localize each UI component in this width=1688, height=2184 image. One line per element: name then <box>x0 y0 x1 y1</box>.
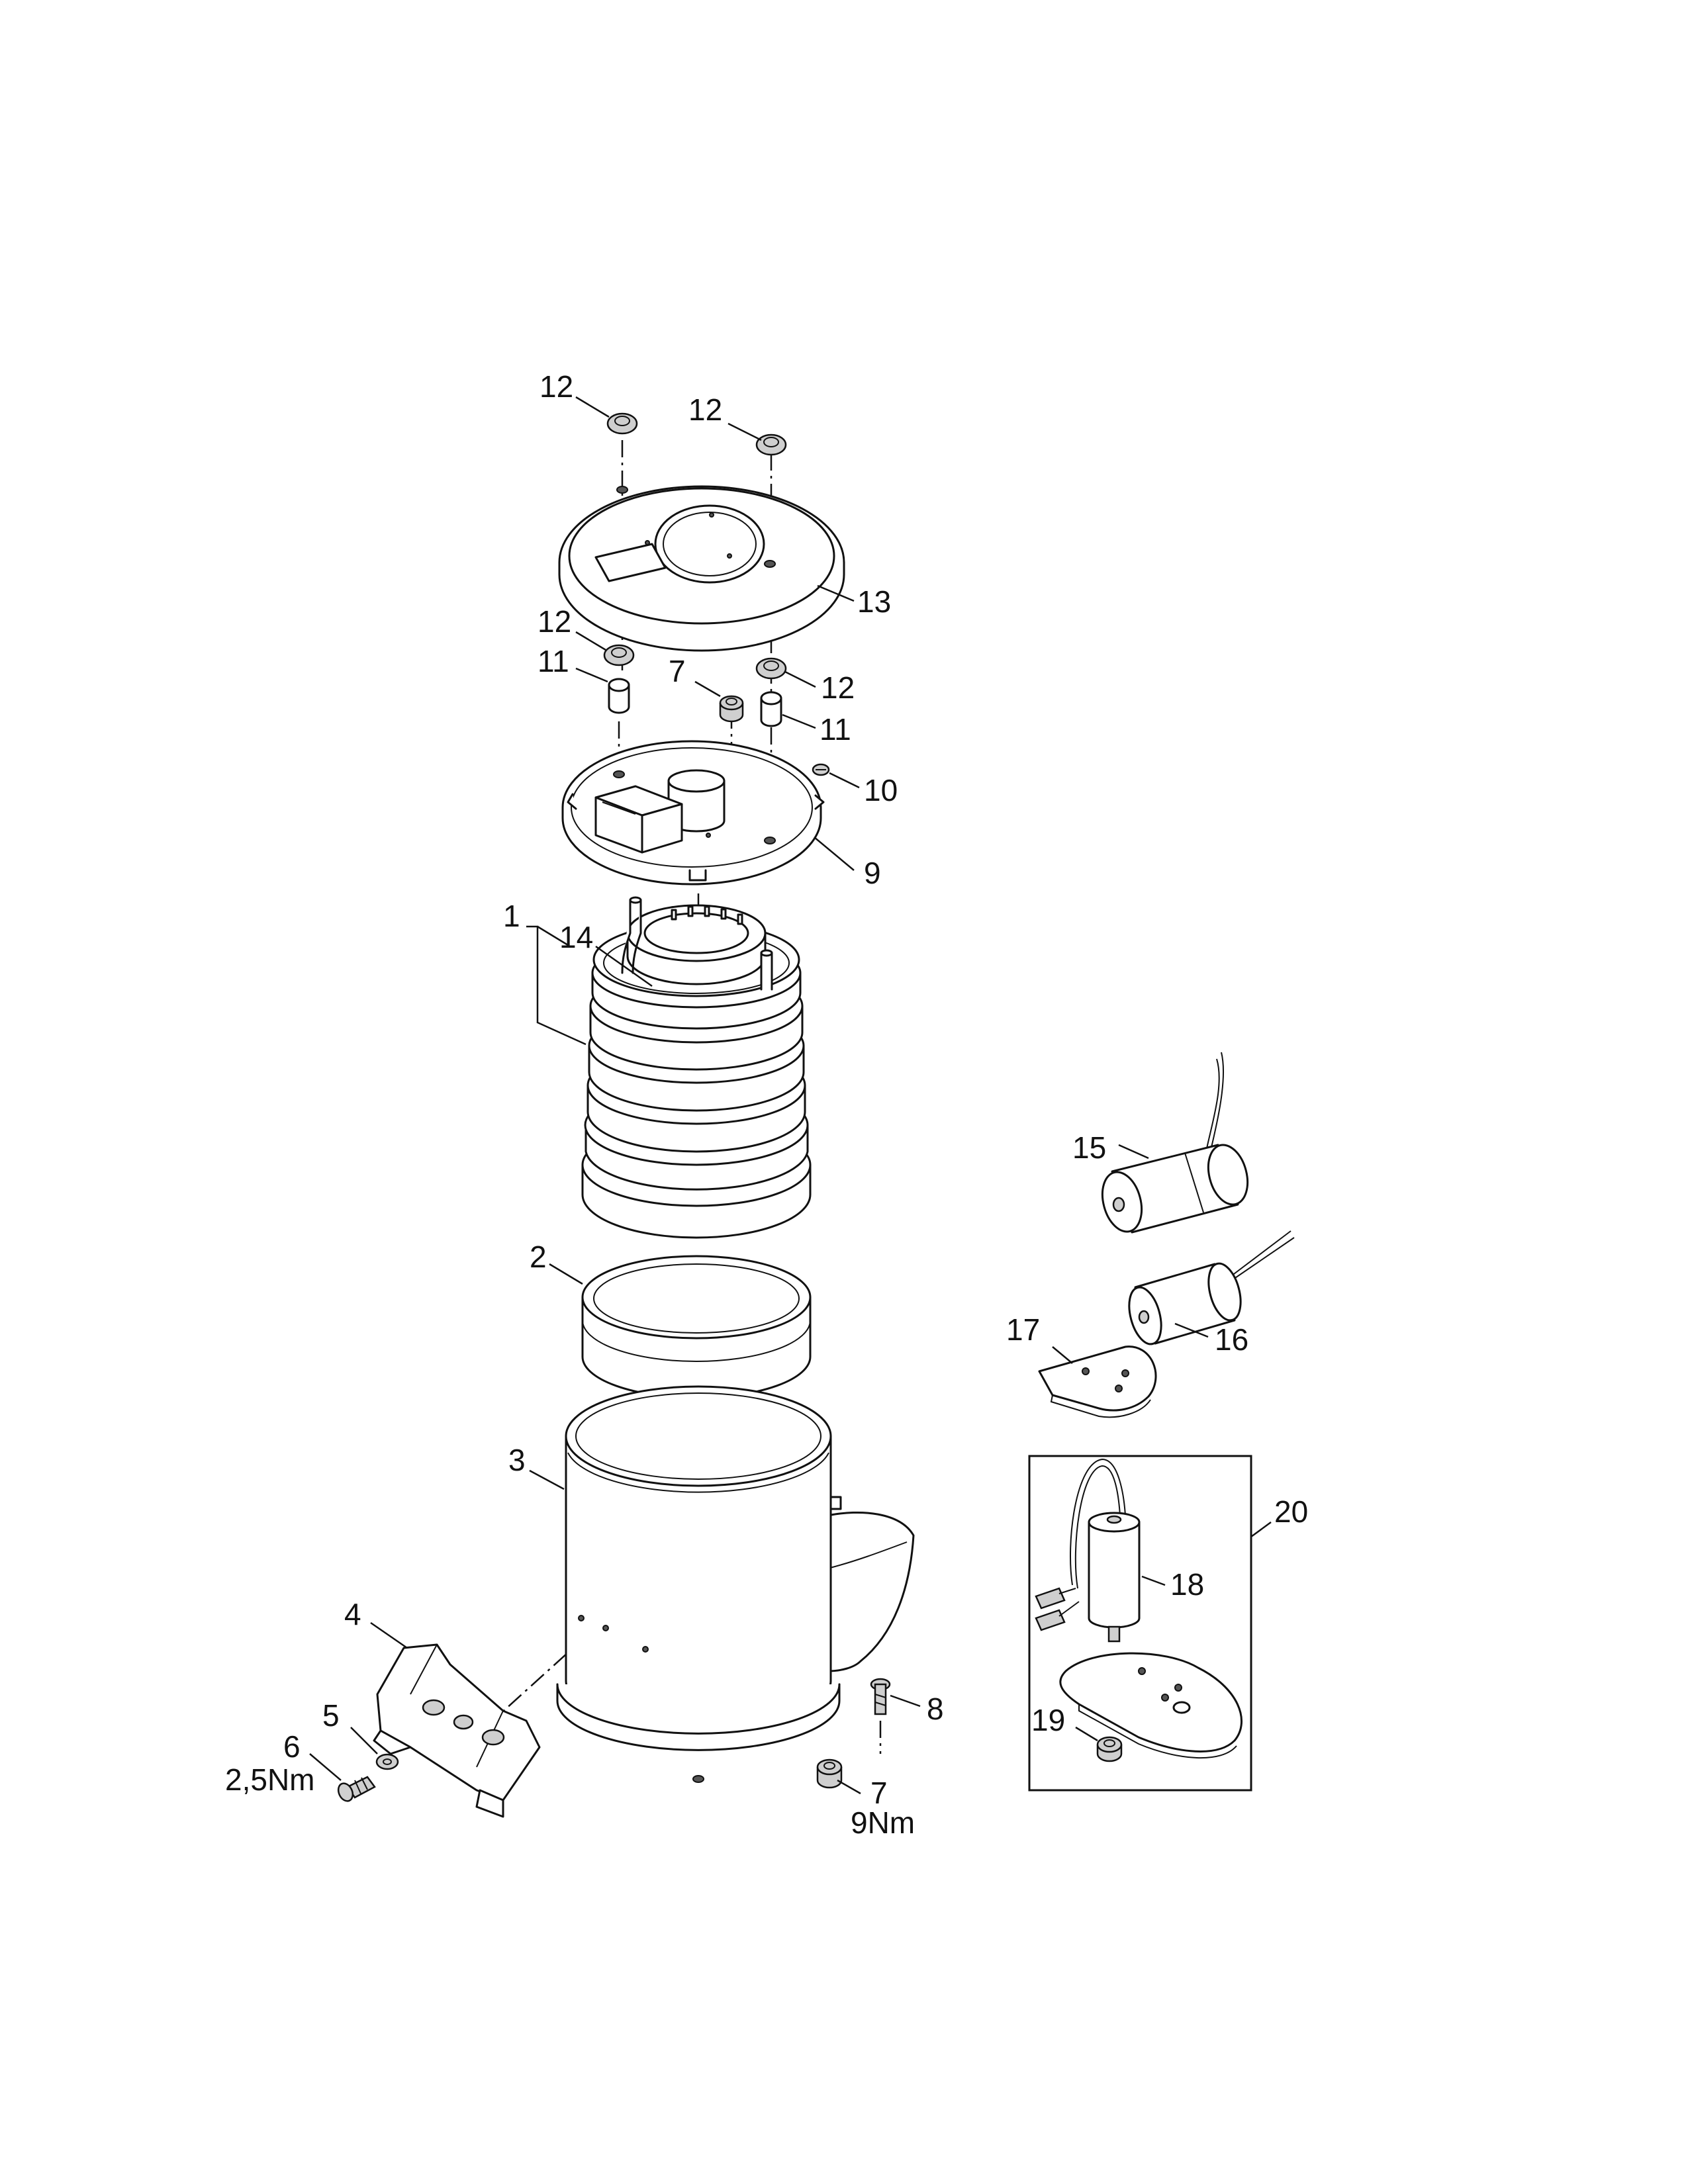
leader-lines <box>309 396 1272 1795</box>
callout-5: 5 <box>322 1698 340 1733</box>
part-11-spacer-right <box>760 691 782 727</box>
callout-3: 3 <box>508 1443 526 1477</box>
callout-12: 12 <box>821 670 855 705</box>
callout-10: 10 <box>864 773 898 807</box>
callout-7-torque: 9Nm <box>851 1805 915 1840</box>
callout-12: 12 <box>538 604 571 639</box>
part-20-kit-box <box>1028 1455 1252 1792</box>
callout-14: 14 <box>559 920 593 954</box>
callout-4: 4 <box>344 1597 361 1631</box>
callout-labels: 12 12 13 12 11 7 12 11 10 9 1 14 15 2 16… <box>225 369 1308 1840</box>
callout-17: 17 <box>1006 1312 1040 1347</box>
part-7-nut-bottom <box>816 1758 843 1789</box>
callout-20: 20 <box>1274 1494 1308 1529</box>
callout-9: 9 <box>864 856 881 890</box>
callout-13: 13 <box>857 584 891 619</box>
part-7-nut-upper <box>719 695 744 723</box>
part-5-washer <box>375 1753 399 1770</box>
part-8-screw <box>870 1678 891 1715</box>
callout-1: 1 <box>503 899 520 933</box>
callout-7: 7 <box>669 654 686 688</box>
part-18-capacitor <box>1035 1458 1141 1643</box>
part-19-nut <box>1096 1736 1123 1762</box>
callout-18: 18 <box>1170 1567 1204 1602</box>
callout-11: 11 <box>820 712 851 747</box>
part-6-screw <box>337 1776 376 1802</box>
callout-12: 12 <box>539 369 573 404</box>
callout-19: 19 <box>1031 1703 1065 1737</box>
part-13-top-cover <box>558 485 845 652</box>
callout-8: 8 <box>927 1692 944 1726</box>
part-3-housing <box>556 1385 915 1783</box>
part-2-ring <box>581 1255 812 1399</box>
callout-16: 16 <box>1215 1322 1248 1357</box>
part-17-plate <box>1038 1345 1157 1418</box>
callout-15: 15 <box>1072 1130 1106 1165</box>
part-12-nut-top-right <box>755 433 787 456</box>
part-10-screw <box>812 763 830 776</box>
callout-2: 2 <box>530 1240 547 1274</box>
part-11-spacer-left <box>608 678 630 714</box>
part-9-inner-plate <box>561 740 825 886</box>
part-16-capacitor <box>1128 1230 1295 1345</box>
callout-6: 6 <box>283 1729 301 1764</box>
callout-7: 7 <box>870 1776 888 1810</box>
part-15-capacitor <box>1101 1052 1249 1234</box>
part-12-nut-mid-left <box>603 644 635 666</box>
part-18-mounting-plate <box>1059 1652 1243 1759</box>
part-4-bracket <box>373 1643 541 1818</box>
part-12-nut-top-left <box>606 412 638 435</box>
callout-11: 11 <box>538 644 569 678</box>
part-1-motor-housing <box>581 896 812 1239</box>
callout-6-torque: 2,5Nm <box>225 1762 314 1797</box>
callout-12: 12 <box>688 392 722 427</box>
part-12-nut-mid-right <box>755 657 787 680</box>
